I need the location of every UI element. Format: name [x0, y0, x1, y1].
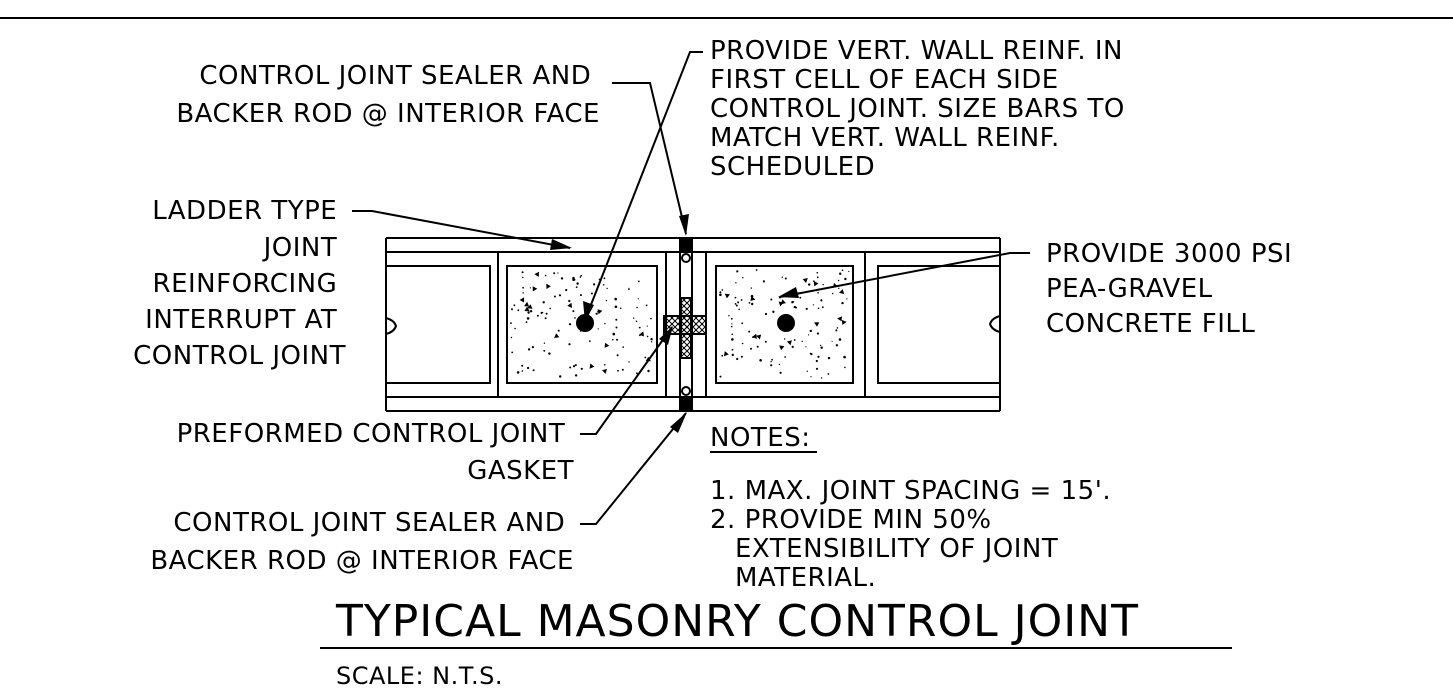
concrete-fill-left	[510, 271, 653, 378]
notes-heading: NOTES:	[710, 423, 811, 453]
leader-arrowheads	[550, 214, 799, 433]
label-sealer-bottom: CONTROL JOINT SEALER AND BACKER ROD @ IN…	[150, 508, 574, 576]
label-vert-reinforcement: PROVIDE VERT. WALL REINF. IN FIRST CELL …	[710, 36, 1134, 182]
notes-list: 1. MAX. JOINT SPACING = 15'. 2. PROVIDE …	[710, 476, 1120, 593]
control-joint-gasket	[663, 297, 707, 359]
label-ladder-reinforcing: LADDER TYPE JOINT REINFORCING INTERRUPT …	[133, 196, 346, 371]
concrete-fill-right	[719, 269, 850, 379]
label-concrete-fill: PROVIDE 3000 PSI PEA-GRAVEL CONCRETE FIL…	[1046, 239, 1301, 339]
drawing-scale: SCALE: N.T.S.	[336, 662, 503, 690]
label-gasket: PREFORMED CONTROL JOINT GASKET	[177, 419, 574, 486]
backer-rod-sealer	[680, 237, 692, 412]
leader-lines	[352, 51, 1030, 525]
rebar-left	[576, 314, 594, 332]
drawing-title: TYPICAL MASONRY CONTROL JOINT	[335, 596, 1139, 647]
rebar-right	[777, 314, 795, 332]
label-sealer-top: CONTROL JOINT SEALER AND BACKER ROD @ IN…	[176, 61, 600, 129]
